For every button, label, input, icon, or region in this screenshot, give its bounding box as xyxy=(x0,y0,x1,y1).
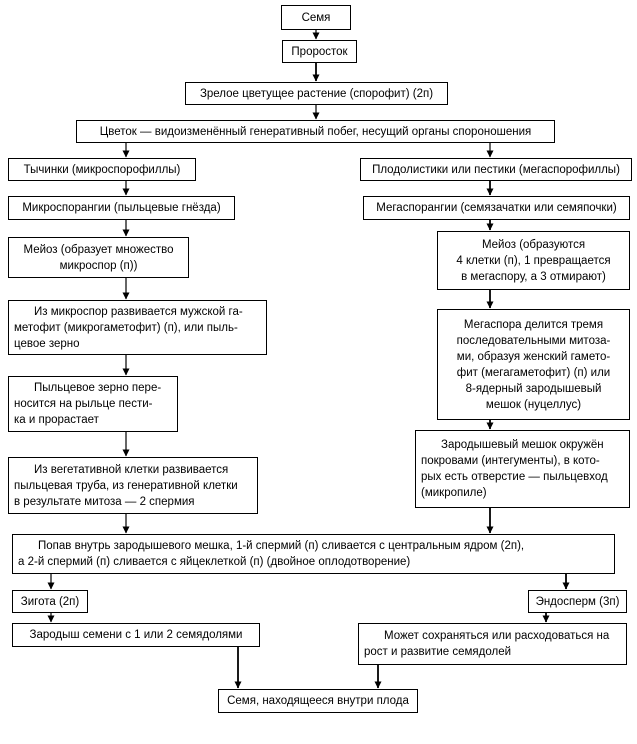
node-male-gametophyte: Из микроспор развивается мужской га- мет… xyxy=(8,300,267,355)
node-zygote: Зигота (2п) xyxy=(12,590,88,613)
node-flower: Цветок — видоизменённый генеративный поб… xyxy=(76,120,555,143)
node-microsporangia: Микроспорангии (пыльцевые гнёзда) xyxy=(8,196,235,220)
node-zygote-label: Зигота (2п) xyxy=(20,595,80,608)
node-embryo-sac-label: Зародышевый мешок окружён покровами (инт… xyxy=(421,439,608,499)
node-endosperm-label: Эндосперм (3п) xyxy=(535,595,620,608)
node-stamens-label: Тычинки (микроспорофиллы) xyxy=(23,163,181,176)
node-embryo-label: Зародыш семени с 1 или 2 семядолями xyxy=(29,629,243,641)
node-male-gametophyte-label: Из микроспор развивается мужской га- мет… xyxy=(14,305,243,350)
node-meiosis-mega: Мейоз (образуются 4 клетки (п), 1 превра… xyxy=(437,231,630,290)
node-megaspore-division-label: Мегаспора делится тремя последовательным… xyxy=(456,318,611,411)
node-endosperm: Эндосперм (3п) xyxy=(528,590,627,613)
node-endosperm-fate: Может сохраняться или расходоваться на р… xyxy=(358,623,627,665)
node-mature-plant-label: Зрелое цветущее растение (спорофит) (2п) xyxy=(199,87,434,100)
node-double-fertilization: Попав внутрь зародышевого мешка, 1-й спе… xyxy=(12,534,615,574)
node-stamens: Тычинки (микроспорофиллы) xyxy=(8,158,196,181)
node-double-fertilization-label: Попав внутрь зародышевого мешка, 1-й спе… xyxy=(18,540,525,568)
node-carpels-label: Плодолистики или пестики (мегаспорофиллы… xyxy=(372,163,620,176)
node-carpels: Плодолистики или пестики (мегаспорофиллы… xyxy=(360,158,632,181)
node-microsporangia-label: Микроспорангии (пыльцевые гнёзда) xyxy=(22,202,221,214)
node-mature-plant: Зрелое цветущее растение (спорофит) (2п) xyxy=(185,82,448,105)
node-seed-label: Семя xyxy=(301,11,331,24)
node-embryo-sac: Зародышевый мешок окружён покровами (инт… xyxy=(415,430,630,508)
node-endosperm-fate-label: Может сохраняться или расходоваться на р… xyxy=(364,630,610,658)
node-seedling: Проросток xyxy=(282,40,357,63)
node-final-seed-label: Семя, находящееся внутри плода xyxy=(227,695,409,707)
node-pollen-transfer: Пыльцевое зерно пере- носится на рыльце … xyxy=(8,376,178,432)
node-megasporangia: Мегаспорангии (семязачатки или семяпочки… xyxy=(363,196,630,220)
node-megaspore-division: Мегаспора делится тремя последовательным… xyxy=(437,309,630,420)
node-seed: Семя xyxy=(281,5,351,30)
node-embryo: Зародыш семени с 1 или 2 семядолями xyxy=(12,623,260,647)
node-meiosis-mega-label: Мейоз (образуются 4 клетки (п), 1 превра… xyxy=(456,238,611,283)
node-pollen-tube: Из вегетативной клетки развивается пыльц… xyxy=(8,457,258,514)
node-seedling-label: Проросток xyxy=(291,45,348,58)
node-final-seed: Семя, находящееся внутри плода xyxy=(218,689,418,713)
node-pollen-tube-label: Из вегетативной клетки развивается пыльц… xyxy=(14,463,238,508)
node-megasporangia-label: Мегаспорангии (семязачатки или семяпочки… xyxy=(376,202,617,214)
node-meiosis-micro: Мейоз (образует множество микроспор (п)) xyxy=(8,237,189,278)
node-flower-label: Цветок — видоизменённый генеративный поб… xyxy=(99,125,532,138)
node-meiosis-micro-label: Мейоз (образует множество микроспор (п)) xyxy=(23,243,174,272)
node-pollen-transfer-label: Пыльцевое зерно пере- носится на рыльце … xyxy=(14,382,162,426)
